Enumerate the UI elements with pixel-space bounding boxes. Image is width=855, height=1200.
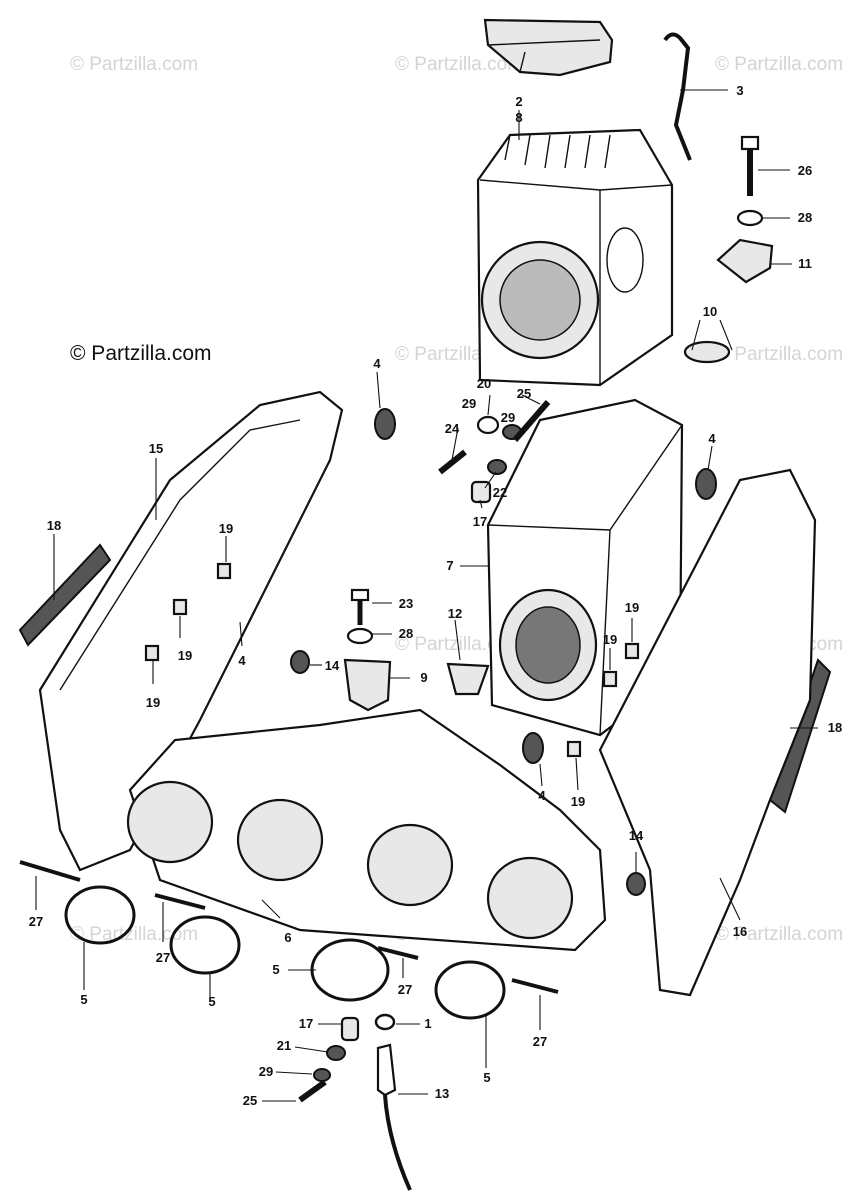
- callout-27: 27: [398, 982, 412, 997]
- part-screws-27: [19, 860, 559, 994]
- callout-12: 12: [448, 606, 462, 621]
- callout-13: 13: [435, 1086, 449, 1101]
- callout-4: 4: [373, 356, 381, 371]
- callout-27: 27: [156, 950, 170, 965]
- callout-1: 1: [424, 1016, 431, 1031]
- callout-11: 11: [798, 256, 812, 271]
- callout-15: 15: [149, 441, 163, 456]
- callout-19: 19: [146, 695, 160, 710]
- callout-21: 21: [277, 1038, 291, 1053]
- part-bracket-11: [716, 238, 774, 284]
- part-grommet-4: [374, 408, 396, 440]
- part-air-filter-element: [476, 128, 674, 387]
- watermark: © Partzilla.com: [70, 54, 198, 75]
- part-grommet-4: [522, 732, 544, 764]
- part-left-side-cover: [38, 390, 344, 872]
- callout-7: 7: [446, 558, 453, 573]
- part-emblem-left: [18, 543, 112, 647]
- leader-lines: [35, 89, 818, 1102]
- callout-5: 5: [80, 992, 87, 1007]
- callout-3: 3: [736, 83, 743, 98]
- callout-10: 10: [703, 304, 717, 319]
- callout-6: 6: [284, 930, 291, 945]
- callout-4: 4: [708, 431, 716, 446]
- callout-28: 28: [399, 626, 413, 641]
- callout-24: 24: [445, 421, 460, 436]
- part-filter-cap: [483, 18, 614, 77]
- callout-20: 20: [477, 376, 491, 391]
- callout-23: 23: [399, 596, 413, 611]
- callout-19: 19: [603, 632, 617, 647]
- callout-19: 19: [571, 794, 585, 809]
- callout-5: 5: [208, 994, 215, 1009]
- callout-18: 18: [47, 518, 61, 533]
- callout-29: 29: [501, 410, 515, 425]
- part-bracket-assembly: [290, 588, 646, 896]
- part-plate-10: [683, 340, 731, 364]
- watermark: © Partzilla.com: [715, 54, 843, 75]
- watermark: © Partzilla.com: [715, 344, 843, 365]
- callout-9: 9: [420, 670, 427, 685]
- copyright-notice: © Partzilla.com: [70, 342, 212, 365]
- part-drain-hardware: [298, 1013, 412, 1191]
- callout-2: 2: [515, 94, 522, 109]
- part-grommet-4: [695, 468, 717, 500]
- callout-18: 18: [828, 720, 842, 735]
- part-spring-clip: [663, 32, 692, 161]
- watermark: © Partzilla.com: [715, 924, 843, 945]
- callout-19: 19: [219, 521, 233, 536]
- callout-17: 17: [473, 514, 487, 529]
- callout-5: 5: [483, 1070, 490, 1085]
- watermark: © Partzilla.com: [395, 54, 523, 75]
- part-air-chamber: [126, 708, 607, 952]
- callout-27: 27: [533, 1034, 547, 1049]
- watermark: © Partzilla.com: [70, 924, 198, 945]
- callout-5: 5: [272, 962, 279, 977]
- callout-29: 29: [462, 396, 476, 411]
- callout-25: 25: [517, 386, 531, 401]
- part-right-side-cover: [598, 468, 817, 997]
- callout-28: 28: [798, 210, 812, 225]
- callout-29: 29: [259, 1064, 273, 1079]
- part-clips-19: [144, 562, 640, 758]
- callout-4: 4: [238, 653, 246, 668]
- callout-17: 17: [299, 1016, 313, 1031]
- callout-4: 4: [538, 788, 546, 803]
- callout-14: 14: [629, 828, 644, 843]
- callout-8: 8: [515, 110, 522, 125]
- callout-19: 19: [178, 648, 192, 663]
- callout-27: 27: [29, 914, 43, 929]
- part-hose-clamps: [64, 885, 506, 1020]
- callout-16: 16: [733, 924, 747, 939]
- callout-19: 19: [625, 600, 639, 615]
- callout-26: 26: [798, 163, 812, 178]
- callout-14: 14: [325, 658, 340, 673]
- part-washer-28: [736, 209, 764, 227]
- callout-25: 25: [243, 1093, 257, 1108]
- part-bolt-26: [740, 135, 760, 196]
- callout-22: 22: [493, 485, 507, 500]
